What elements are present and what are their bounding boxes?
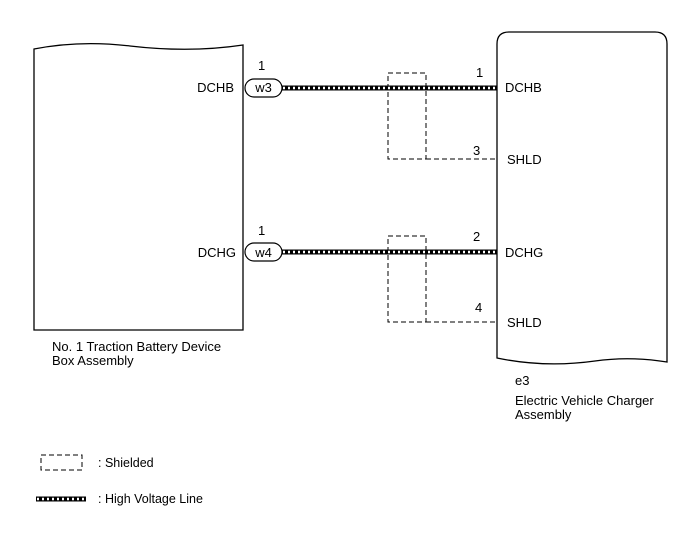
right-component: e3 Electric Vehicle Charger Assembly	[496, 31, 668, 422]
right-component-box	[496, 31, 668, 365]
left-pin-number-dchb: 1	[258, 58, 265, 73]
connector-w4-label: w4	[254, 245, 272, 260]
left-pin-number-dchg: 1	[258, 223, 265, 238]
shield-box-dchb	[387, 72, 427, 160]
wire-dchb	[282, 72, 497, 160]
right-component-connector-id: e3	[515, 373, 529, 388]
right-pin-number-shld-1: 3	[473, 143, 480, 158]
legend: : Shielded : High Voltage Line	[36, 454, 203, 506]
left-pin-label-dchg: DCHG	[198, 245, 236, 260]
right-pin-label-dchb: DCHB	[505, 80, 542, 95]
shield-box-dchg	[387, 235, 427, 323]
right-pin-number-dchb: 1	[476, 65, 483, 80]
left-component: No. 1 Traction Battery Device Box Assemb…	[33, 42, 244, 368]
right-pin-number-dchg: 2	[473, 229, 480, 244]
left-component-name-line2: Box Assembly	[52, 353, 134, 368]
legend-high-voltage-label: : High Voltage Line	[98, 492, 203, 506]
legend-shielded-symbol	[40, 454, 83, 471]
right-pin-label-shld-2: SHLD	[507, 315, 542, 330]
right-pin-number-shld-2: 4	[475, 300, 482, 315]
left-component-name-line1: No. 1 Traction Battery Device	[52, 339, 221, 354]
wire-dchg	[282, 235, 497, 323]
legend-shielded-label: : Shielded	[98, 456, 154, 470]
right-pin-label-shld-1: SHLD	[507, 152, 542, 167]
left-pin-label-dchb: DCHB	[197, 80, 234, 95]
left-component-box	[33, 42, 244, 331]
connector-w3-label: w3	[254, 80, 272, 95]
right-component-name-line1: Electric Vehicle Charger	[515, 393, 654, 408]
right-pin-label-dchg: DCHG	[505, 245, 543, 260]
left-pin-dchg: DCHG 1 w4	[198, 223, 283, 262]
right-component-name-line2: Assembly	[515, 407, 572, 422]
